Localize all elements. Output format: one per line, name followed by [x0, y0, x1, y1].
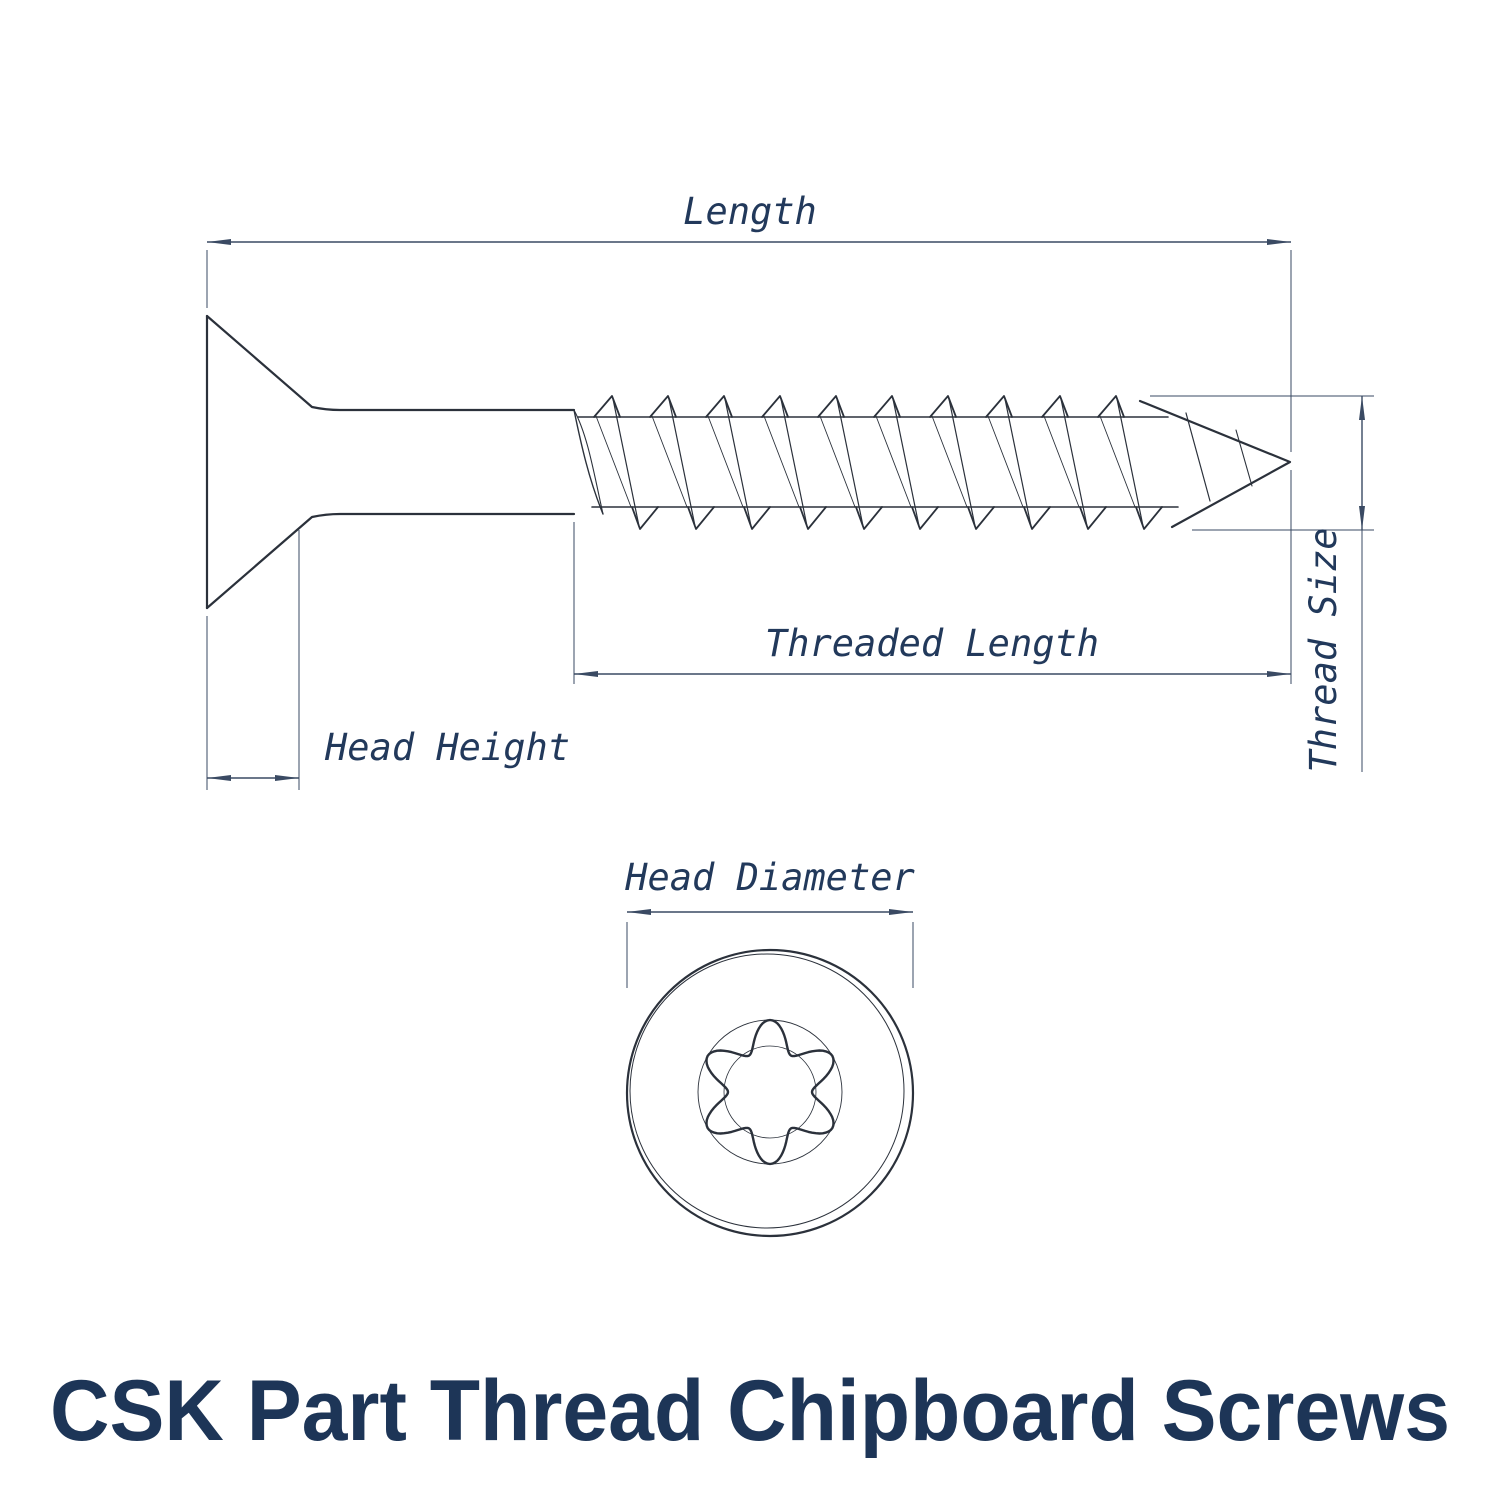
thread-crest-bottom	[855, 506, 883, 530]
thread-root-helix-line	[931, 415, 968, 508]
dimension-head-height: Head Height	[206, 530, 570, 790]
thread-flank-line	[1004, 398, 1032, 527]
torx-recess-icon	[705, 1018, 835, 1166]
thread-root-helix-line	[875, 415, 912, 508]
tip-flank-line	[1185, 412, 1211, 502]
thread-crest-bottom	[967, 506, 995, 530]
thread-crest-top	[873, 395, 901, 418]
thread-root-helix-line	[1043, 415, 1080, 508]
length-label: Length	[683, 190, 817, 233]
thread-crest-bottom	[799, 506, 827, 530]
thread-size-label: Thread Size	[1302, 527, 1345, 772]
thread-flank-line	[668, 398, 696, 527]
thread-flank-line	[724, 398, 752, 527]
screw-side-view	[205, 314, 1292, 610]
tip-flank-line	[1235, 429, 1253, 487]
screw-head-top-cone	[205, 314, 576, 412]
thread-crest-top	[817, 395, 845, 418]
thread-crest-top	[705, 395, 733, 418]
thread-crest-bottom	[911, 506, 939, 530]
thread-crest-bottom	[687, 506, 715, 530]
page-title: CSK Part Thread Chipboard Screws	[50, 1363, 1450, 1459]
thread-flank-line	[836, 398, 864, 527]
thread-root-helix-line	[651, 415, 688, 508]
threaded-length-label: Threaded Length	[765, 622, 1099, 665]
head-diameter-label: Head Diameter	[624, 856, 915, 899]
thread-crest-bottom	[1079, 506, 1107, 530]
recess-outer-circle	[697, 1019, 843, 1165]
thread-crest-top	[1097, 395, 1125, 418]
thread-root-helix-line	[819, 415, 856, 508]
thread-flank-line	[1060, 398, 1088, 527]
dimension-thread-size: Thread Size	[1150, 395, 1374, 773]
head-outer-circle	[625, 948, 915, 1238]
thread-crest-bottom	[743, 506, 771, 530]
thread-crest-top	[761, 395, 789, 418]
thread-root-helix-line	[987, 415, 1024, 508]
thread-crest-top	[649, 395, 677, 418]
thread-crest-top	[1041, 395, 1069, 418]
thread-flank-line	[948, 398, 976, 527]
thread-crest-bottom	[631, 506, 659, 530]
thread-pattern	[593, 395, 1253, 530]
dimension-head-diameter: Head Diameter	[624, 856, 916, 988]
thread-crest-bottom	[1135, 506, 1163, 530]
dimension-threaded-length: Threaded Length	[573, 470, 1292, 684]
thread-root-helix-line	[1099, 415, 1136, 508]
thread-root-helix-line	[707, 415, 744, 508]
screw-head-front-view	[625, 948, 915, 1238]
thread-flank-line	[780, 398, 808, 527]
thread-flank-line	[1116, 398, 1144, 527]
head-chamfer-circle	[629, 953, 905, 1229]
thread-crest-bottom	[1023, 506, 1051, 530]
recess-inner-circle	[723, 1045, 817, 1139]
thread-runout-line-2	[573, 409, 604, 515]
thread-root-helix-line	[595, 415, 632, 508]
screw-head-bottom-cone	[205, 512, 576, 610]
thread-flank-line	[892, 398, 920, 527]
dimension-length: Length	[206, 190, 1292, 452]
thread-crest-top	[929, 395, 957, 418]
head-height-label: Head Height	[324, 726, 570, 769]
thread-runout-line	[573, 409, 604, 515]
thread-flank-line	[612, 398, 640, 527]
thread-crest-top	[985, 395, 1013, 418]
thread-crest-top	[593, 395, 621, 418]
screw-tip-cone	[1138, 399, 1292, 529]
thread-root-helix-line	[763, 415, 800, 508]
